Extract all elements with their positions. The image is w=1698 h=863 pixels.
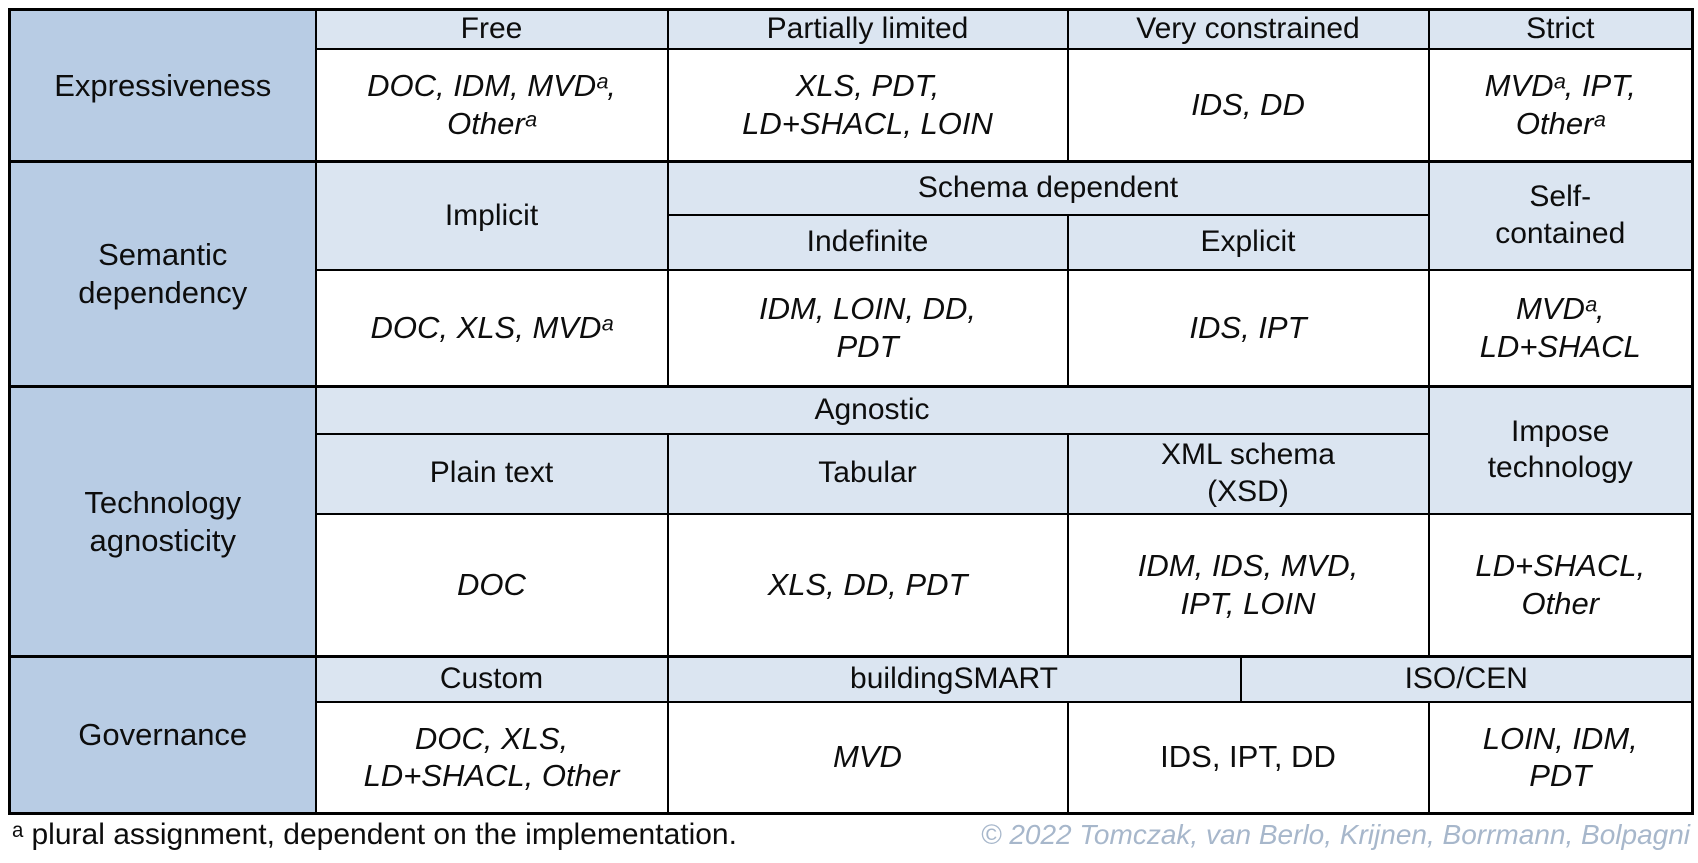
cell-governance-buildingsmart: MVD — [666, 700, 1069, 815]
cell-technology-plain-text: DOC — [314, 512, 669, 658]
header-implicit: Implicit — [314, 160, 669, 271]
cell-technology-xml-schema: IDM, IDS, MVD, IPT, LOIN — [1066, 512, 1430, 658]
header-impose-technology: Impose technology — [1427, 385, 1694, 515]
header-schema-dependent: Schema dependent — [666, 160, 1430, 216]
cell-technology-impose: LD+SHACL, Other — [1427, 512, 1694, 658]
header-tabular: Tabular — [666, 432, 1069, 515]
cell-governance-custom: DOC, XLS, LD+SHACL, Other — [314, 700, 669, 815]
header-self-contained: Self- contained — [1427, 160, 1694, 271]
header-agnostic: Agnostic — [314, 385, 1430, 435]
figure-footer: ᵃ plural assignment, dependent on the im… — [8, 818, 1692, 852]
cell-technology-tabular: XLS, DD, PDT — [666, 512, 1069, 658]
header-free: Free — [314, 8, 669, 50]
header-strict: Strict — [1427, 8, 1694, 50]
row-label-governance: Governance — [8, 655, 317, 815]
cell-governance-iso-left: IDS, IPT, DD — [1066, 700, 1430, 815]
cell-semantic-indefinite: IDM, LOIN, DD, PDT — [666, 268, 1069, 388]
row-label-semantic-dependency: Semantic dependency — [8, 160, 317, 388]
cell-semantic-self-contained: MVDᵃ, LD+SHACL — [1427, 268, 1694, 388]
row-label-technology-agnosticity: Technology agnosticity — [8, 385, 317, 658]
header-explicit: Explicit — [1066, 213, 1430, 271]
cell-governance-iso-right: LOIN, IDM, PDT — [1427, 700, 1694, 815]
header-iso-cen: ISO/CEN — [1239, 655, 1694, 703]
cell-expressiveness-strict: MVDᵃ, IPT, Otherᵃ — [1427, 47, 1694, 163]
copyright: © 2022 Tomczak, van Berlo, Krijnen, Borr… — [980, 819, 1690, 850]
header-very-constrained: Very constrained — [1066, 8, 1430, 50]
header-plain-text: Plain text — [314, 432, 669, 515]
cell-semantic-implicit: DOC, XLS, MVDᵃ — [314, 268, 669, 388]
cell-expressiveness-free: DOC, IDM, MVDᵃ, Otherᵃ — [314, 47, 669, 163]
cell-semantic-explicit: IDS, IPT — [1066, 268, 1430, 388]
header-custom: Custom — [314, 655, 669, 703]
header-indefinite: Indefinite — [666, 213, 1069, 271]
header-partially-limited: Partially limited — [666, 8, 1069, 50]
cell-expressiveness-very-constrained: IDS, DD — [1066, 47, 1430, 163]
header-xml-schema: XML schema (XSD) — [1066, 432, 1430, 515]
comparison-table: Expressiveness Free Partially limited Ve… — [8, 8, 1694, 816]
row-label-expressiveness: Expressiveness — [8, 8, 317, 163]
footnote: ᵃ plural assignment, dependent on the im… — [12, 818, 737, 851]
header-buildingsmart: buildingSMART — [666, 655, 1242, 703]
cell-expressiveness-partially-limited: XLS, PDT, LD+SHACL, LOIN — [666, 47, 1069, 163]
